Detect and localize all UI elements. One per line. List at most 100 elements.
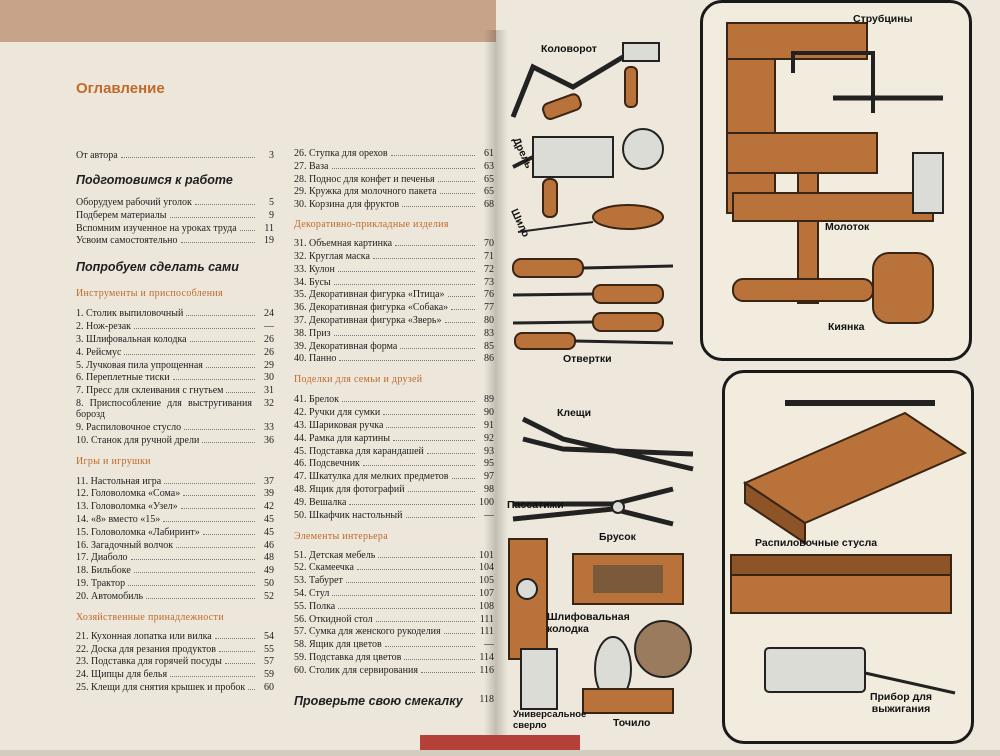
toc-entry-page: 108	[479, 600, 494, 612]
toc-entry: 8. Приспособление для выстругивания боро…	[76, 398, 274, 420]
toc-entry-title: 35. Декоративная фигурка «Птица»	[294, 289, 445, 301]
toc-entry-title: 52. Скамеечка	[294, 562, 354, 574]
combination-pliers-icon	[512, 486, 674, 527]
screwdrivers-icon	[512, 258, 674, 350]
toc-entry-page: 86	[484, 353, 494, 365]
toc-entry-page: 24	[264, 308, 274, 320]
toc-entry-title: 4. Рейсмус	[76, 346, 122, 358]
toc-entry-page: 72	[484, 263, 494, 275]
toc-entry: 2. Нож-резак—	[76, 321, 274, 332]
label-clamps: Струбцины	[853, 13, 913, 25]
toc-entry-title: 21. Кухонная лопатка или вилка	[76, 630, 212, 642]
toc-entry-page: 83	[484, 327, 494, 339]
toc-entry-title: 38. Приз	[294, 327, 331, 339]
toc-entry-page: 63	[484, 160, 494, 172]
label-burning-tool: Прибор для выжигания	[869, 691, 933, 715]
toc-entry: 58. Ящик для цветов—	[294, 639, 494, 650]
toc-entry-title: 50. Шкафчик настольный	[294, 509, 403, 521]
label-pincers: Клещи	[557, 407, 592, 419]
toc-entry-title: 28. Поднос для конфет и печенья	[294, 173, 435, 185]
toc-entry: 15. Головоломка «Лабиринт»45	[76, 527, 274, 538]
toc-entry: 25. Клещи для снятия крышек и пробок 60	[76, 682, 274, 693]
toc-entry-title: 15. Головоломка «Лабиринт»	[76, 526, 200, 538]
toc-entry-title: 54. Стул	[294, 587, 330, 599]
toc-entry-page: 55	[264, 643, 274, 655]
toc-entry: 12. Головоломка «Сома»39	[76, 488, 274, 499]
toc-entry-title: 48. Ящик для фотографий	[294, 483, 405, 495]
toc-entry-title: 47. Шкатулка для мелких предметов	[294, 471, 449, 483]
toc-entry-title: 44. Рамка для картины	[294, 432, 390, 444]
toc-entry-page: 93	[484, 445, 494, 457]
toc-entry-page: 76	[484, 289, 494, 301]
toc-entry: 18. Бильбоке 49	[76, 565, 274, 576]
toc-entry-page: 95	[484, 458, 494, 470]
toc-entry-page: 45	[264, 513, 274, 525]
toc-entry-title: 11. Настольная игра	[76, 475, 162, 487]
toc-entry-title: 41. Брелок	[294, 394, 340, 406]
toc-entry-title: 23. Подставка для горячей посуды	[76, 656, 222, 668]
label-miter-boxes: Распиловочные стусла	[755, 537, 878, 549]
toc-entry-page: 36	[264, 434, 274, 446]
toc-entry-title: 14. «8» вместо «15»	[76, 513, 161, 525]
toc-entry-title: 59. Подставка для цветов	[294, 651, 402, 663]
toc-entry-page: 42	[264, 501, 274, 513]
toc-entry-page: 33	[264, 421, 274, 433]
toc-entry-page: 48	[264, 552, 274, 564]
part-heading-1: Подготовимся к работе	[76, 173, 233, 187]
toc-entry-page: 80	[484, 314, 494, 326]
toc-entry-title: 39. Декоративная форма	[294, 340, 398, 352]
toc-entry-title: 25. Клещи для снятия крышек и пробок	[76, 681, 246, 693]
toc-entry-page: —	[484, 639, 494, 651]
toc-entry: 20. Автомобиль 52	[76, 591, 274, 602]
toc-entry-title: 57. Сумка для женского рукоделия	[294, 626, 441, 638]
pliers-illustration	[508, 416, 694, 714]
label-hammer: Молоток	[825, 221, 870, 233]
universal-drill-bit-icon	[520, 648, 558, 710]
toc-entry-page: 60	[264, 681, 274, 693]
toc-entry-page: 52	[264, 590, 274, 602]
section-heading-gifts: Поделки для семьи и друзей	[294, 374, 423, 386]
part-heading-2: Попробуем сделать сами	[76, 260, 239, 275]
toc-entry-title: 7. Пресс для склеивания с гнутьем	[76, 385, 224, 397]
toc-entry-title: Вспомним изученное на уроках труда	[76, 222, 237, 234]
toc-entry-title: 36. Декоративная фигурка «Собака»	[294, 302, 449, 314]
desk-background	[0, 0, 496, 44]
toc-entry-title: 20. Автомобиль	[76, 590, 144, 602]
toc-entry-title: 43. Шариковая ручка	[294, 419, 384, 431]
toc-entry-page: 37	[264, 475, 274, 487]
toc-entry-title: 18. Бильбоке	[76, 565, 131, 577]
toc-entry-page: 49	[264, 565, 274, 577]
miter-box-icon	[742, 400, 968, 545]
burning-tool-icon	[764, 647, 956, 695]
brace-drill-icon	[510, 42, 660, 120]
toc-title: Оглавление	[76, 80, 165, 97]
toc-entry-title: 2. Нож-резак	[76, 321, 132, 333]
section-heading-interior: Элементы интерьера	[294, 530, 388, 542]
toc-entry-title: Усвоим самостоятельно	[76, 235, 178, 247]
toc-entry-page: 31	[264, 385, 274, 397]
toc-entry: 7. Пресс для склеивания с гнутьем 31	[76, 385, 274, 396]
toc-entry-title: 32. Круглая маска	[294, 250, 370, 262]
section-heading-decorative: Декоративно-прикладные изделия	[294, 219, 449, 231]
toc-entry-page: 111	[479, 626, 494, 638]
toc-entry-title: 30. Корзина для фруктов	[294, 199, 400, 211]
